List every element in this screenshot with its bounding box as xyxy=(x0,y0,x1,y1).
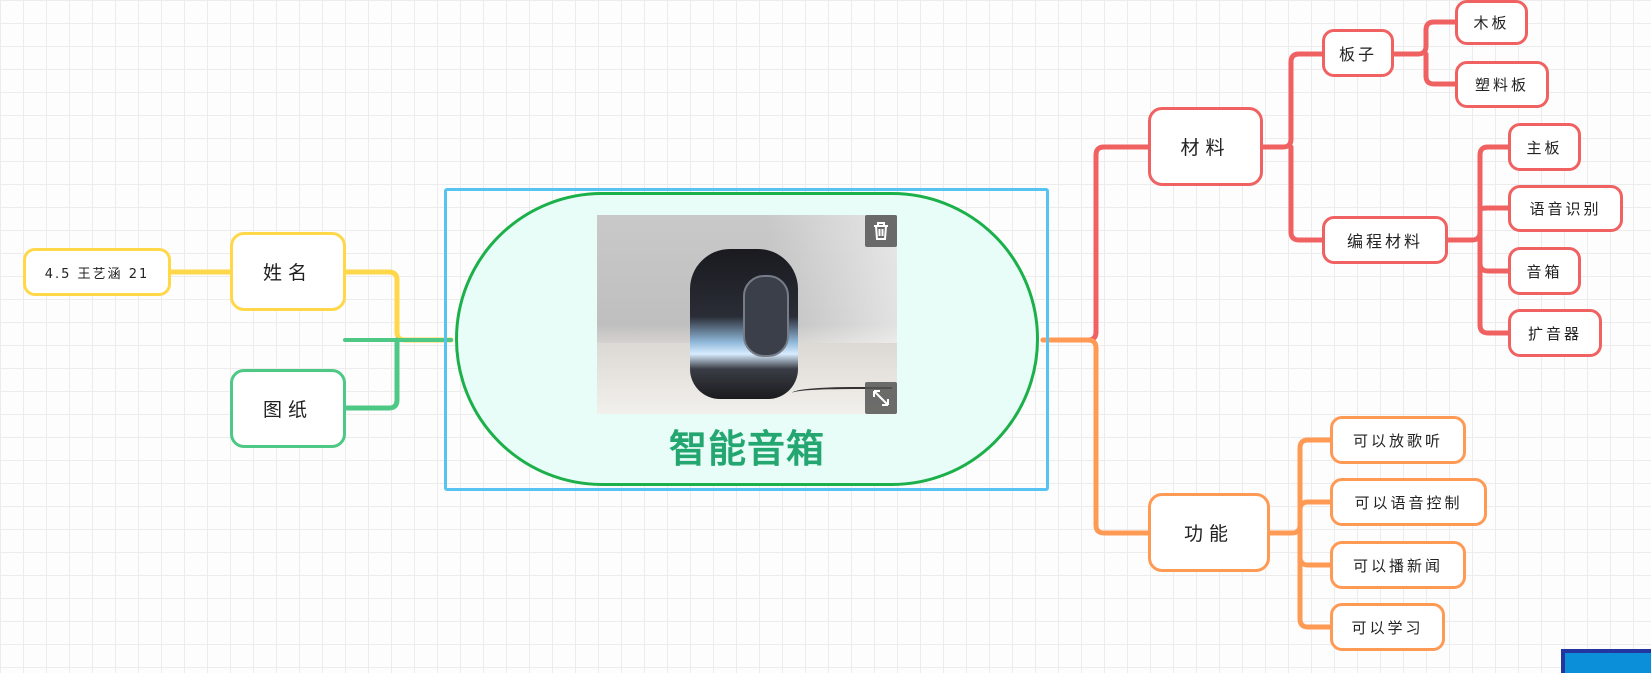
topic-voice-control[interactable]: 可以语音控制 xyxy=(1330,478,1487,526)
topic-materials[interactable]: 材料 xyxy=(1148,107,1263,186)
central-topic-title: 智能音箱 xyxy=(668,427,825,471)
topic-plastic-board[interactable]: 塑料板 xyxy=(1455,61,1549,108)
speaker-cable-shape xyxy=(792,387,892,397)
topic-speaker[interactable]: 音箱 xyxy=(1508,247,1581,295)
topic-name-value[interactable]: 4.5 王艺涵 21 xyxy=(23,248,171,296)
topic-board[interactable]: 板子 xyxy=(1322,29,1394,77)
topic-functions[interactable]: 功能 xyxy=(1148,493,1270,572)
topic-amplifier[interactable]: 扩音器 xyxy=(1508,309,1602,357)
topic-voice-recognition[interactable]: 语音识别 xyxy=(1508,185,1623,232)
topic-play-music[interactable]: 可以放歌听 xyxy=(1330,416,1466,464)
topic-programming-materials[interactable]: 编程材料 xyxy=(1322,216,1448,264)
topic-name[interactable]: 姓名 xyxy=(230,232,346,311)
expand-icon[interactable] xyxy=(865,382,897,414)
topic-play-news[interactable]: 可以播新闻 xyxy=(1330,541,1466,589)
corner-widget[interactable] xyxy=(1561,649,1651,673)
speaker-window-shape xyxy=(743,275,789,357)
topic-mainboard[interactable]: 主板 xyxy=(1508,123,1581,171)
topic-learning[interactable]: 可以学习 xyxy=(1330,603,1445,651)
trash-icon[interactable] xyxy=(865,215,897,247)
topic-wood-board[interactable]: 木板 xyxy=(1455,0,1528,45)
speaker-photo[interactable] xyxy=(597,215,897,414)
topic-drawing[interactable]: 图纸 xyxy=(230,369,346,448)
selection-frame[interactable] xyxy=(444,188,1049,491)
